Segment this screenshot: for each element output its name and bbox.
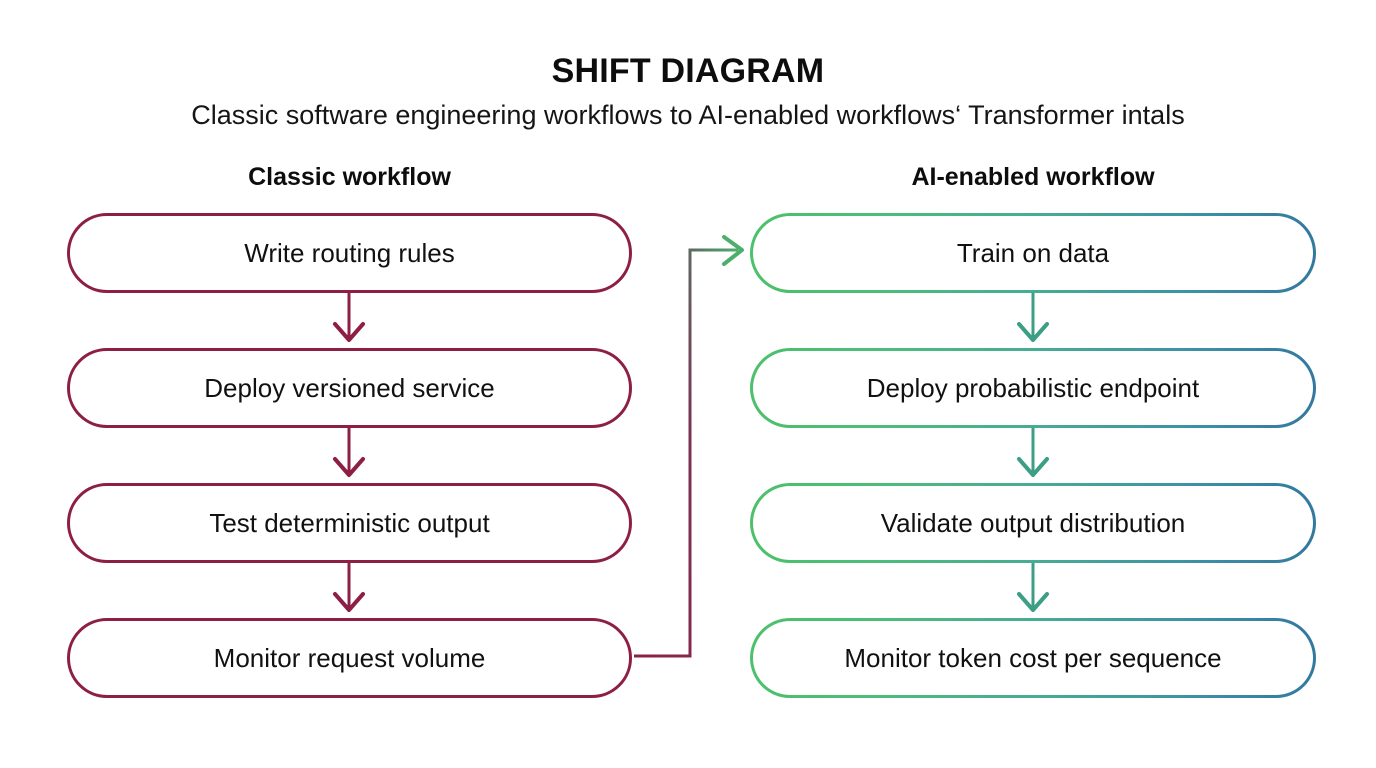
node-classic-1[interactable]: Write routing rules	[67, 213, 632, 293]
node-classic-4[interactable]: Monitor request volume	[67, 618, 632, 698]
node-label: Monitor token cost per sequence	[844, 642, 1222, 673]
node-ai-4[interactable]: Monitor token cost per sequence	[750, 618, 1316, 698]
page-subtitle: Classic software engineering workflows t…	[191, 100, 1185, 130]
bridge-connector	[634, 235, 744, 658]
arrow-classic-3	[333, 563, 365, 612]
arrow-ai-2	[1017, 428, 1049, 477]
node-label: Validate output distribution	[880, 507, 1186, 538]
node-classic-2[interactable]: Deploy versioned service	[67, 348, 632, 428]
arrow-ai-3	[1017, 563, 1049, 612]
node-label: Test deterministic output	[209, 507, 490, 538]
node-label: Monitor request volume	[213, 642, 486, 673]
column-heading-classic: Classic workflow	[248, 163, 451, 191]
node-classic-3[interactable]: Test deterministic output	[67, 483, 632, 563]
column-heading-ai-enabled: AI-enabled workflow	[911, 163, 1155, 191]
arrow-classic-1	[333, 293, 365, 342]
node-ai-3[interactable]: Validate output distribution	[750, 483, 1316, 563]
node-ai-2[interactable]: Deploy probabilistic endpoint	[750, 348, 1316, 428]
node-label: Write routing rules	[244, 237, 455, 268]
node-label: Deploy probabilistic endpoint	[866, 372, 1200, 403]
node-label: Train on data	[956, 237, 1110, 268]
node-label: Deploy versioned service	[204, 372, 495, 403]
arrow-ai-1	[1017, 293, 1049, 342]
page-title: SHIFT DIAGRAM	[551, 52, 825, 90]
node-ai-1[interactable]: Train on data	[750, 213, 1316, 293]
arrow-classic-2	[333, 428, 365, 477]
